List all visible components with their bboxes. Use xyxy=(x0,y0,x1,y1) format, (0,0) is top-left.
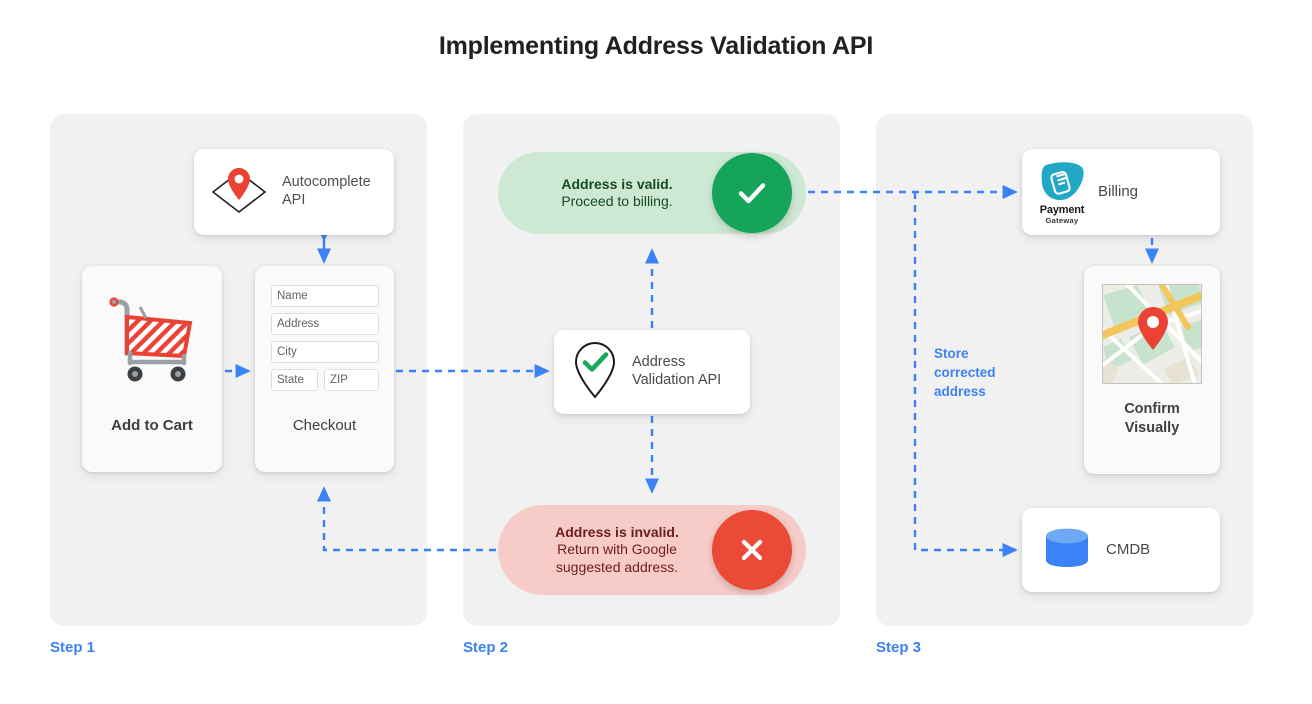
name-field[interactable]: Name xyxy=(271,285,379,307)
map-thumbnail-icon xyxy=(1102,284,1202,384)
confirm-visually-card[interactable]: Confirm Visually xyxy=(1084,266,1220,474)
database-icon xyxy=(1042,523,1092,578)
address-valid-text: Address is valid. Proceed to billing. xyxy=(561,175,673,210)
address-valid-pill: Address is valid. Proceed to billing. xyxy=(498,152,806,234)
checkout-label: Checkout xyxy=(292,417,357,434)
add-to-cart-card[interactable]: Add to Cart xyxy=(82,266,222,472)
billing-card[interactable]: Payment Gateway Billing xyxy=(1022,149,1220,235)
x-circle-icon xyxy=(712,510,792,590)
store-corrected-address-note: Store corrected address xyxy=(934,346,996,400)
address-field[interactable]: Address xyxy=(271,313,379,335)
step-2-label: Step 2 xyxy=(463,639,509,656)
address-invalid-pill: Address is invalid. Return with Google s… xyxy=(498,505,806,595)
shopping-cart-icon xyxy=(102,290,202,391)
payment-gateway-sub: Gateway xyxy=(1045,216,1079,225)
state-field[interactable]: State xyxy=(271,369,318,391)
address-validation-api-card[interactable]: Address Validation API xyxy=(554,330,750,414)
state-zip-row: State ZIP xyxy=(271,369,379,391)
check-circle-icon xyxy=(712,153,792,233)
autocomplete-api-label: Autocomplete API xyxy=(282,174,371,208)
pin-check-icon xyxy=(570,339,620,406)
map-pin-icon xyxy=(208,164,270,221)
add-to-cart-label: Add to Cart xyxy=(111,417,193,434)
payment-gateway-icon: Payment Gateway xyxy=(1036,159,1088,225)
step-1-label: Step 1 xyxy=(50,639,96,656)
autocomplete-api-card[interactable]: Autocomplete API xyxy=(194,149,394,235)
checkout-form: Name Address City State ZIP xyxy=(271,285,379,391)
address-invalid-text: Address is invalid. Return with Google s… xyxy=(555,523,679,575)
city-field[interactable]: City xyxy=(271,341,379,363)
page-title: Implementing Address Validation API xyxy=(438,32,874,60)
address-validation-api-label: Address Validation API xyxy=(632,354,722,388)
checkout-card[interactable]: Name Address City State ZIP Checkout xyxy=(255,266,394,472)
cmdb-card[interactable]: CMDB xyxy=(1022,508,1220,592)
payment-gateway-name: Payment xyxy=(1039,204,1085,216)
confirm-visually-label: Confirm Visually xyxy=(1124,401,1180,437)
billing-label: Billing xyxy=(1098,182,1139,200)
zip-field[interactable]: ZIP xyxy=(324,369,379,391)
cmdb-label: CMDB xyxy=(1106,540,1151,558)
step-3-label: Step 3 xyxy=(876,639,922,656)
